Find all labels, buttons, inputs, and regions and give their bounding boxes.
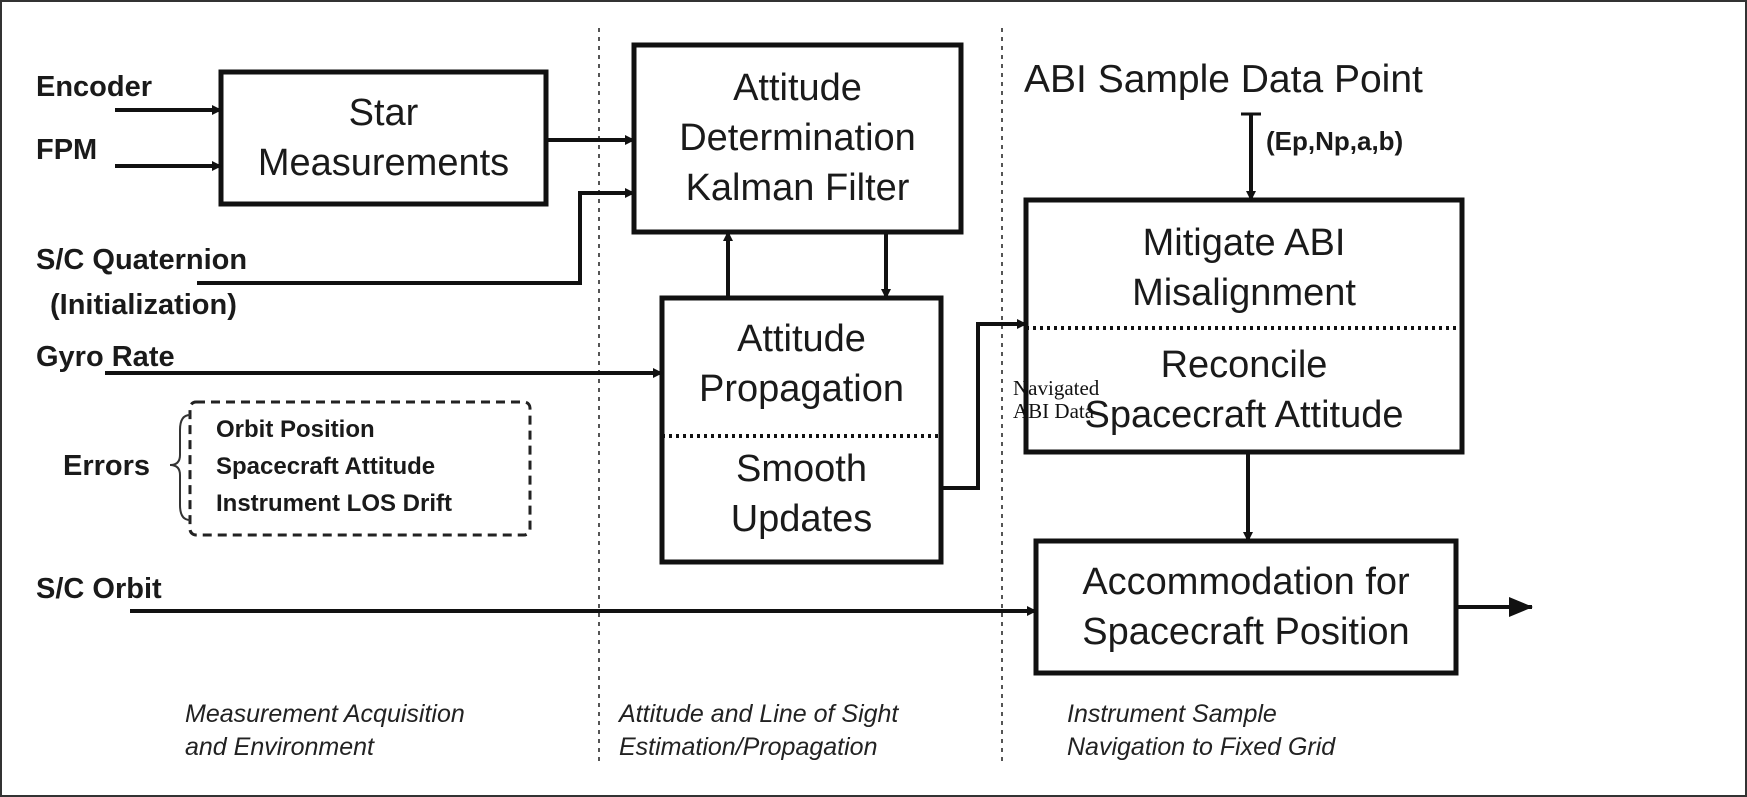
box-line: Determination — [679, 117, 916, 160]
footer-measurement-acquisition: Measurement Acquisition and Environment — [185, 698, 465, 764]
sample-params: (Ep,Np,a,b) — [1266, 126, 1404, 156]
box-line: Updates — [730, 498, 873, 541]
footer-line: Instrument Sample — [1067, 700, 1277, 728]
navigated-data-wire — [941, 319, 1027, 490]
overlay-line: ABI Data — [1013, 399, 1095, 424]
kalman-filter-text: Attitude Determination Kalman Filter — [634, 63, 961, 213]
box-line: Propagation — [699, 368, 904, 411]
box-line: Measurements — [257, 142, 510, 185]
quaternion-wire — [197, 188, 635, 285]
error-item: Spacecraft Attitude — [216, 453, 436, 480]
box-line: Misalignment — [1132, 272, 1356, 315]
fpm-label: FPM — [36, 134, 98, 166]
errors-dashed-box — [188, 400, 532, 537]
propagation-box — [659, 295, 944, 565]
reconcile-attitude-text: Reconcile Spacecraft Attitude — [1026, 340, 1462, 440]
initialization-label: (Initialization) — [50, 289, 237, 321]
box-line: Accommodation for — [1082, 561, 1410, 603]
footer-line: Attitude and Line of Sight — [619, 700, 899, 728]
box-line: Smooth — [736, 448, 867, 490]
gyro-rate-label: Gyro Rate — [36, 341, 175, 373]
attitude-propagation-text: Attitude Propagation — [662, 314, 941, 414]
star-measurements-text: Star Measurements — [221, 88, 546, 188]
navigated-abi-data-label: Navigated ABI Data — [1013, 376, 1100, 424]
errors-label: Errors — [63, 450, 151, 482]
box-line: Reconcile — [1160, 344, 1328, 386]
sc-orbit-label: S/C Orbit — [36, 573, 162, 605]
footer-line: Measurement Acquisition — [185, 700, 465, 728]
box-line: Spacecraft Attitude — [1084, 394, 1404, 437]
errors-brace — [169, 414, 191, 521]
accommodation-box — [1033, 538, 1459, 676]
overlay-line: Navigated — [1013, 376, 1100, 400]
box-line: Star — [348, 92, 419, 134]
footer-line: and Environment — [185, 733, 375, 761]
smooth-updates-text: Smooth Updates — [662, 444, 941, 544]
box-line: Attitude — [733, 67, 862, 109]
footer-line: Estimation/Propagation — [619, 733, 878, 761]
footer-instrument-navigation: Instrument Sample Navigation to Fixed Gr… — [1067, 698, 1335, 764]
box-line: Mitigate ABI — [1142, 222, 1346, 264]
box-line: Spacecraft Position — [1082, 611, 1410, 654]
box-line: Attitude — [737, 318, 866, 360]
error-item: Orbit Position — [216, 416, 375, 443]
kalman-filter-box — [631, 42, 964, 235]
accommodation-text: Accommodation for Spacecraft Position — [1036, 557, 1456, 657]
encoder-label: Encoder — [36, 71, 153, 103]
footer-line: Navigation to Fixed Grid — [1067, 733, 1336, 761]
abi-sample-title: ABI Sample Data Point — [1024, 58, 1423, 101]
mitigate-abi-text: Mitigate ABI Misalignment — [1026, 218, 1462, 318]
footer-attitude-estimation: Attitude and Line of Sight Estimation/Pr… — [619, 698, 898, 764]
sc-quaternion-label: S/C Quaternion — [36, 244, 248, 276]
box-line: Kalman Filter — [685, 167, 910, 210]
error-item: Instrument LOS Drift — [216, 490, 453, 517]
